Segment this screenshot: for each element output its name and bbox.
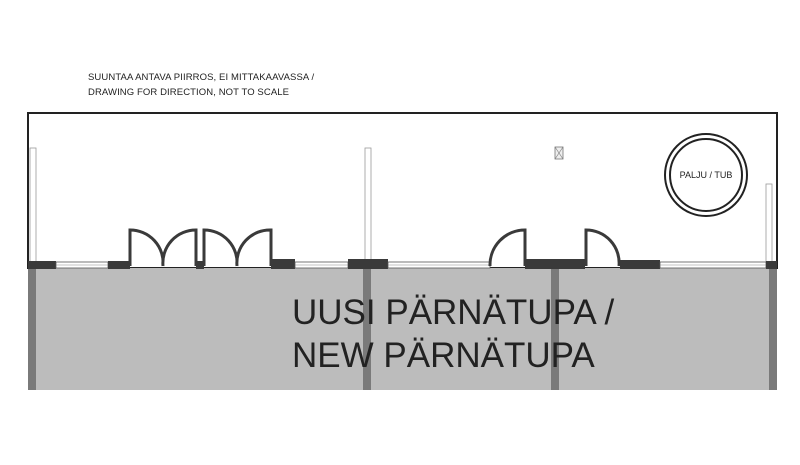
scale-note-line-2: DRAWING FOR DIRECTION, NOT TO SCALE xyxy=(88,87,290,98)
building-label-line-1: UUSI PÄRNÄTUPA / xyxy=(292,293,614,332)
building-label-line-2: NEW PÄRNÄTUPA xyxy=(292,336,595,375)
new-building xyxy=(28,268,777,390)
building-column-2 xyxy=(363,268,371,390)
door-swing-2 xyxy=(161,228,198,267)
door-swing-6 xyxy=(584,228,621,267)
tub-label: PALJU / TUB xyxy=(680,170,733,180)
tub: PALJU / TUB xyxy=(664,133,748,217)
scale-note: SUUNTAA ANTAVA PIIRROS, EI MITTAKAAVASSA… xyxy=(88,70,314,100)
building-column-3 xyxy=(551,268,559,390)
facade-wall xyxy=(28,259,777,269)
tub-inner-ring xyxy=(669,138,743,212)
building-column-1 xyxy=(28,268,36,390)
scale-note-line-1: SUUNTAA ANTAVA PIIRROS, EI MITTAKAAVASSA… xyxy=(88,72,315,83)
door-swing-5 xyxy=(488,228,527,267)
door-swings xyxy=(128,228,621,267)
door-swing-4 xyxy=(235,228,273,267)
building-column-4 xyxy=(769,268,777,390)
